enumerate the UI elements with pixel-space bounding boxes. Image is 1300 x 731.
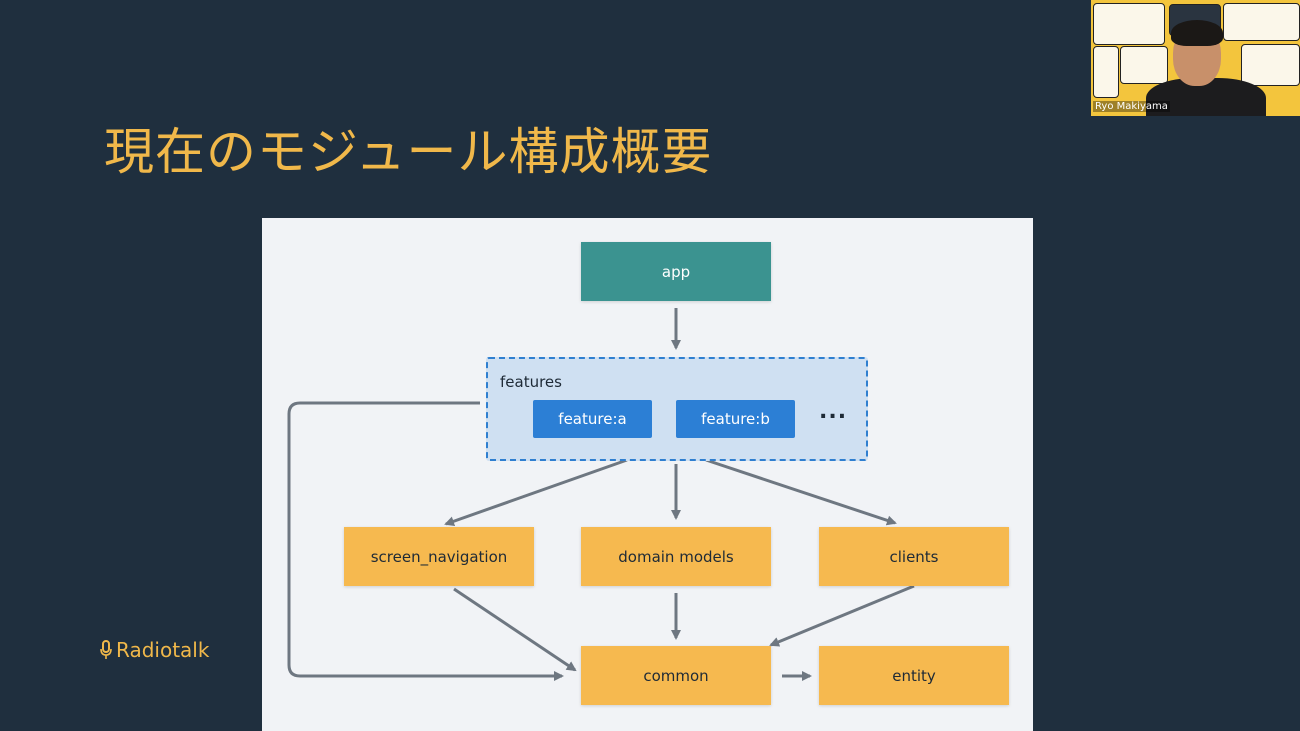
module-diagram: app features feature:a feature:b ... scr… (262, 218, 1033, 731)
arrow-clients-common (769, 584, 915, 647)
group-label: features (500, 373, 562, 391)
module-common: common (581, 646, 771, 705)
poster-card (1241, 44, 1300, 86)
module-entity: entity (819, 646, 1009, 705)
microphone-icon (100, 640, 112, 660)
module-domain-models: domain models (581, 527, 771, 586)
module-group-features: features feature:a feature:b ... (486, 357, 868, 461)
module-app: app (581, 242, 771, 301)
module-clients: clients (819, 527, 1009, 586)
poster-card (1120, 46, 1168, 84)
module-feature-b: feature:b (676, 400, 795, 438)
arrow-screen-navigation-common (453, 587, 577, 672)
arrow-features-clients (705, 458, 897, 526)
participant-name: Ryo Makiyama (1093, 101, 1170, 112)
dependency-arrows (287, 308, 915, 681)
poster-card (1093, 3, 1165, 45)
module-feature-a: feature:a (533, 400, 652, 438)
brand-name: Radiotalk (116, 638, 210, 662)
webcam-video-tile[interactable]: Ryo Makiyama (1091, 0, 1300, 116)
more-features-ellipsis: ... (819, 399, 848, 424)
poster-card (1223, 3, 1300, 41)
module-screen-navigation: screen_navigation (344, 527, 534, 586)
participant-hair (1171, 20, 1223, 46)
arrow-features-common-loop (287, 401, 564, 681)
poster-card (1093, 46, 1119, 98)
radiotalk-logo: Radiotalk (100, 638, 209, 662)
arrow-features-screen-navigation (444, 458, 628, 527)
slide-title: 現在のモジュール構成概要 (104, 123, 713, 181)
